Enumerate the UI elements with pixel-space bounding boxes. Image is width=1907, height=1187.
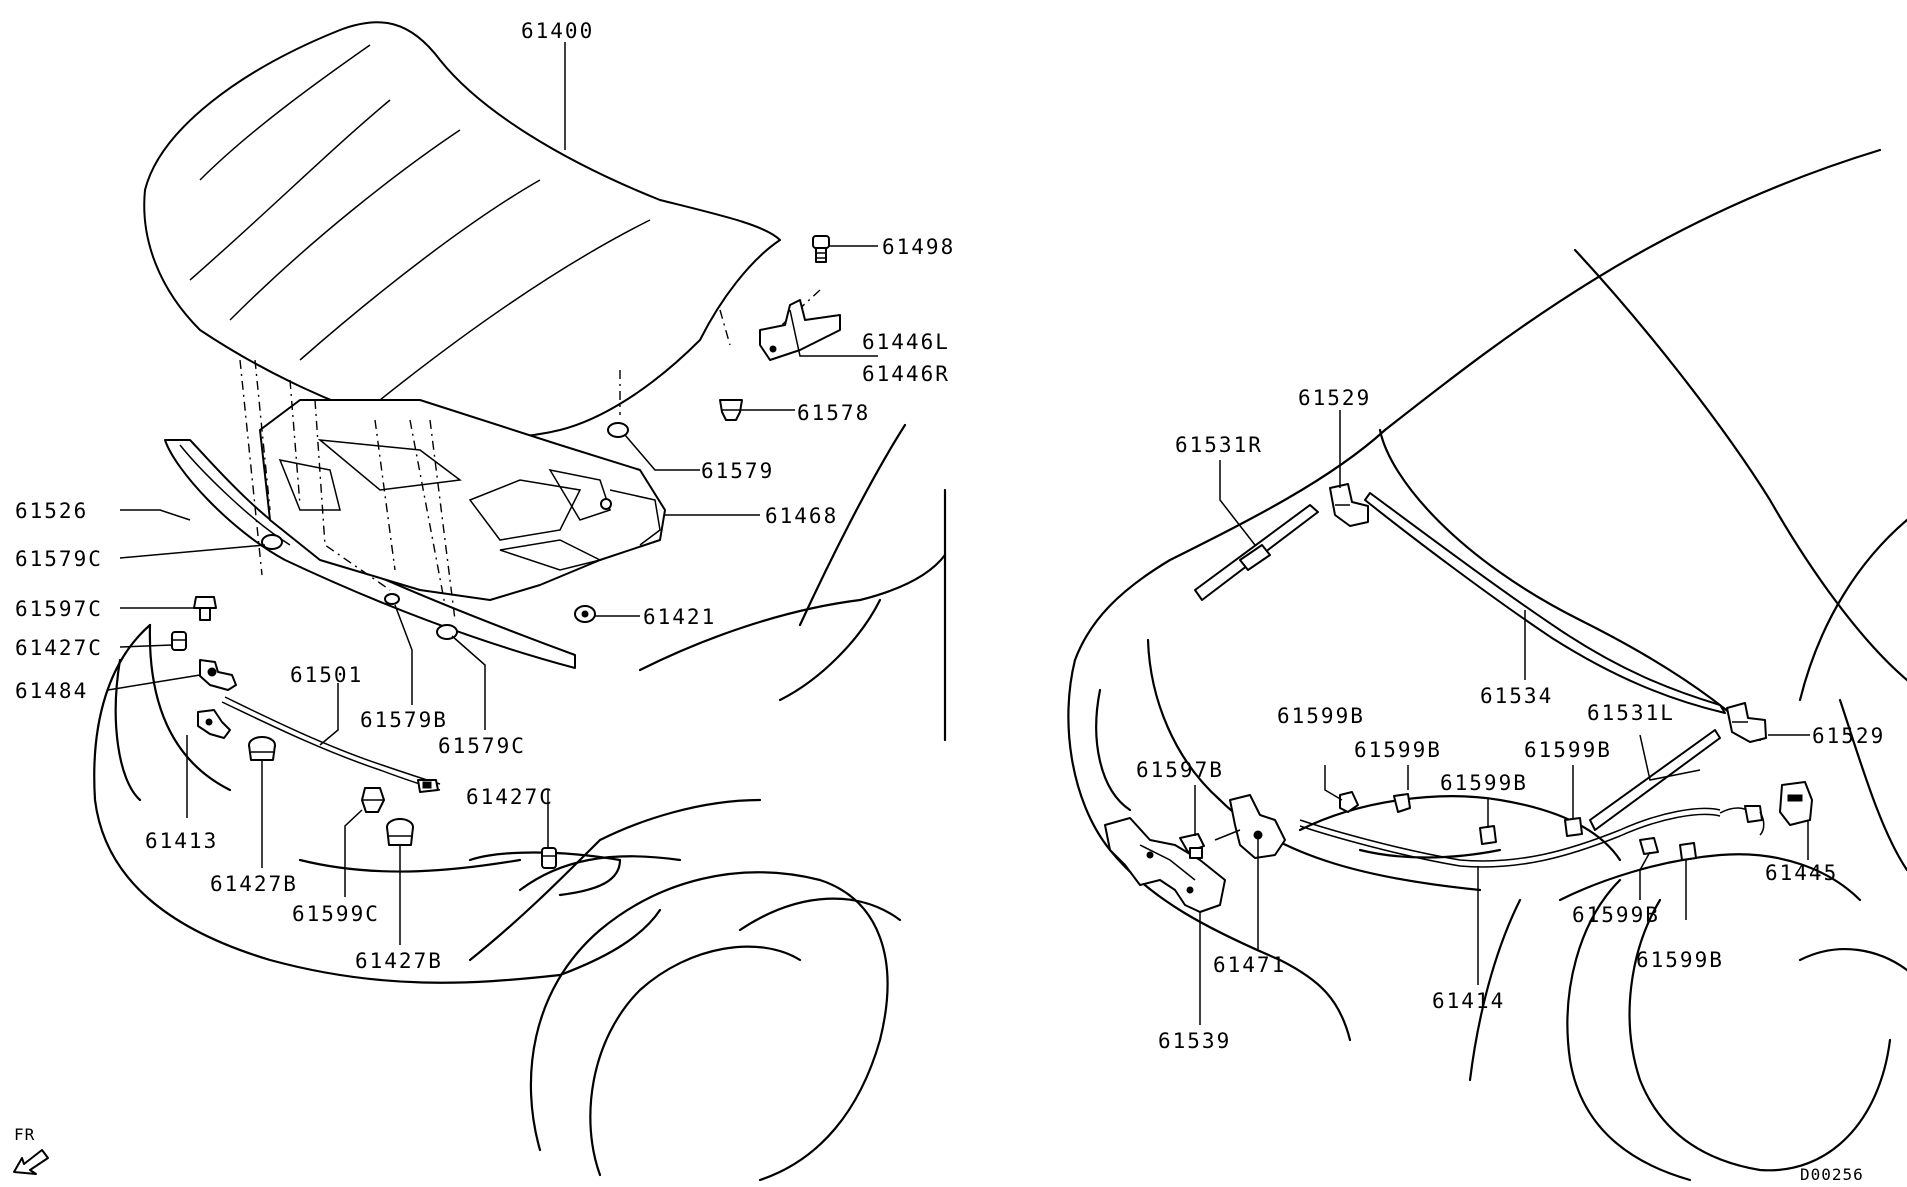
label-61446r: 61446R bbox=[862, 362, 950, 386]
grommet-61468 bbox=[600, 498, 612, 510]
label-61427c-a: 61427C bbox=[15, 636, 103, 660]
orientation-marker: FR bbox=[13, 1125, 49, 1175]
label-61445: 61445 bbox=[1765, 861, 1838, 885]
clip-61599c bbox=[361, 787, 385, 813]
orientation-label: FR bbox=[14, 1125, 35, 1144]
hood-latch-61471 bbox=[1214, 794, 1286, 859]
label-61599b-e: 61599B bbox=[1572, 903, 1660, 927]
label-61531l: 61531L bbox=[1587, 701, 1675, 725]
label-61599b-b: 61599B bbox=[1354, 738, 1442, 762]
label-61529-a: 61529 bbox=[1298, 386, 1371, 410]
clip-61599b-d bbox=[1564, 817, 1583, 837]
left-assembly: 61400 61498 61446L 61446R 61578 61579 61… bbox=[15, 19, 955, 1182]
label-61579c-b: 61579C bbox=[438, 734, 526, 758]
label-61579b: 61579B bbox=[360, 708, 448, 732]
diagram-code: D00256 bbox=[1800, 1165, 1864, 1184]
clip-61421 bbox=[574, 605, 596, 623]
grommet-61579c-b bbox=[436, 624, 458, 640]
label-61501: 61501 bbox=[290, 663, 363, 687]
label-61421: 61421 bbox=[643, 605, 716, 629]
clip-61599b-b bbox=[1393, 793, 1411, 813]
bracket-61484 bbox=[199, 659, 237, 691]
hood-panel bbox=[143, 21, 781, 439]
label-61498: 61498 bbox=[882, 235, 955, 259]
bumper-61427c-b bbox=[541, 847, 557, 869]
label-61599b-f: 61599B bbox=[1636, 948, 1724, 972]
label-61599b-c: 61599B bbox=[1440, 771, 1528, 795]
clip-61599b-c bbox=[1479, 825, 1497, 845]
clip-61599b-e bbox=[1639, 837, 1659, 855]
clip-61599b-a bbox=[1339, 791, 1359, 813]
vehicle-body-left bbox=[93, 423, 947, 1182]
grommet-61579b bbox=[384, 593, 400, 605]
grommet-61579 bbox=[607, 422, 629, 438]
label-61534: 61534 bbox=[1480, 684, 1553, 708]
hood-insulator bbox=[259, 399, 666, 601]
weatherstrip-61531l bbox=[1589, 729, 1721, 831]
stopper-61529-b bbox=[1726, 702, 1767, 743]
label-61400: 61400 bbox=[521, 19, 594, 43]
stopper-61529-a bbox=[1329, 483, 1369, 527]
vehicle-body-right bbox=[1067, 148, 1907, 1182]
label-61427b-a: 61427B bbox=[210, 872, 298, 896]
label-61539: 61539 bbox=[1158, 1029, 1231, 1053]
leaders-left bbox=[107, 42, 878, 945]
clip-61599b-f bbox=[1679, 842, 1697, 861]
clip-61578 bbox=[719, 399, 743, 421]
label-61468: 61468 bbox=[765, 504, 838, 528]
hood-hinge bbox=[759, 299, 841, 361]
hood-stay-61413 bbox=[197, 709, 231, 739]
weatherstrip-61531r bbox=[1194, 504, 1319, 601]
label-61599b-d: 61599B bbox=[1524, 738, 1612, 762]
right-assembly: 61529 61531R 61534 61529 61531L 61599B 6… bbox=[1067, 148, 1907, 1182]
bolt-61498 bbox=[812, 235, 830, 263]
label-61484: 61484 bbox=[15, 679, 88, 703]
label-61414: 61414 bbox=[1432, 989, 1505, 1013]
bumper-61427b-b bbox=[386, 818, 414, 846]
label-61597c: 61597C bbox=[15, 597, 103, 621]
label-61427c-b: 61427C bbox=[466, 785, 554, 809]
bolt-61597c bbox=[193, 596, 217, 621]
label-61446l: 61446L bbox=[862, 330, 950, 354]
release-cable-61501 bbox=[221, 696, 441, 793]
label-61579c-a: 61579C bbox=[15, 547, 103, 571]
label-61599b-a: 61599B bbox=[1277, 704, 1365, 728]
bolt-61597b bbox=[1179, 833, 1205, 859]
label-61427b-b: 61427B bbox=[355, 949, 443, 973]
label-61579: 61579 bbox=[701, 459, 774, 483]
grommet-61579c-a bbox=[261, 534, 283, 550]
release-cable-61414 bbox=[1299, 805, 1765, 868]
label-61578: 61578 bbox=[797, 401, 870, 425]
label-61529-b: 61529 bbox=[1812, 724, 1885, 748]
release-lever-61445 bbox=[1779, 781, 1813, 826]
bumper-61427c-a bbox=[171, 631, 187, 651]
seal-61534 bbox=[1364, 492, 1726, 714]
label-61599c: 61599C bbox=[292, 902, 380, 926]
label-61471: 61471 bbox=[1213, 953, 1286, 977]
label-61526: 61526 bbox=[15, 499, 88, 523]
label-61531r: 61531R bbox=[1175, 433, 1263, 457]
leaders-right bbox=[1194, 410, 1810, 1025]
bumper-61427b-a bbox=[248, 736, 276, 761]
front-arrow-icon bbox=[13, 1149, 49, 1175]
label-61413: 61413 bbox=[145, 829, 218, 853]
label-61597b: 61597B bbox=[1136, 758, 1224, 782]
